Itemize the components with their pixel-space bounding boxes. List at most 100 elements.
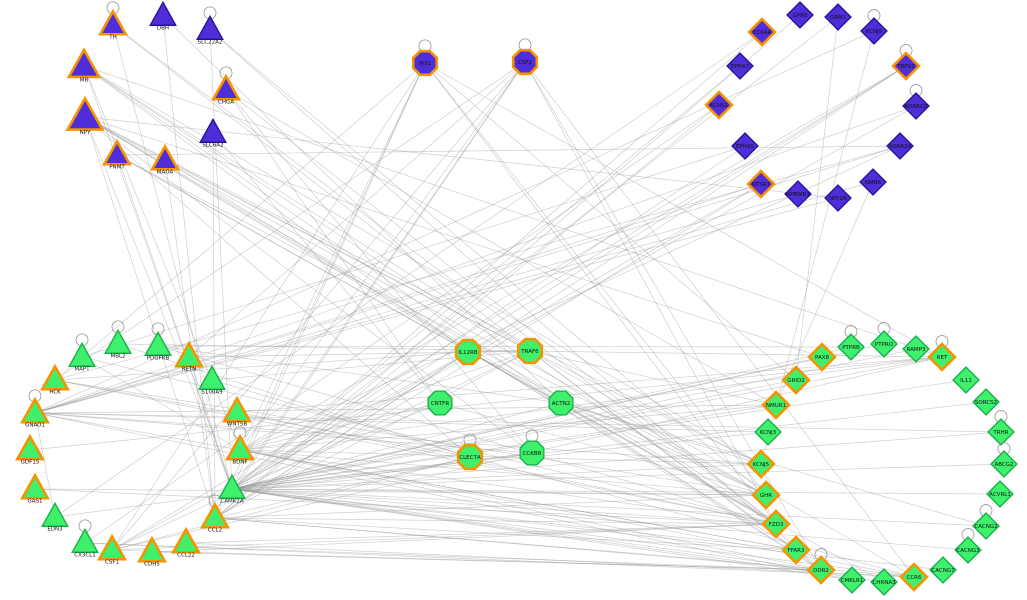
node-mapt[interactable]: MAPT (68, 333, 96, 373)
node-ddr2[interactable]: DDR2 (806, 548, 836, 585)
node-label: EDN3 (47, 527, 63, 533)
node-kcns1[interactable]: KCNS1 (704, 90, 734, 120)
node-csf1[interactable]: CSF1 (97, 533, 127, 566)
node-mbl2[interactable]: MBL2 (104, 320, 132, 360)
node-pdgfrb[interactable]: PDGFRB (144, 322, 172, 362)
node-adra2a[interactable]: ADRA2A (886, 132, 914, 160)
node-chga[interactable]: CHGA (211, 66, 241, 106)
edge-actn2-kcnj5 (560, 402, 762, 465)
node-il12rb[interactable]: IL12RB (454, 338, 482, 366)
node-chrna3[interactable]: CHRNA3 (870, 568, 898, 596)
node-kcnj9[interactable]: KCNJ9 (860, 9, 888, 45)
node-nmur1[interactable]: NMUR1 (761, 390, 791, 420)
node-trpv1[interactable]: TRPV1 (891, 44, 921, 81)
node-ptpro[interactable]: PTPRO (870, 322, 898, 358)
node-npy2r[interactable]: NPY2R (824, 184, 852, 212)
triangle-node-shape (68, 341, 96, 367)
edge-slc22a2-ghr (209, 29, 767, 496)
node-ptprb[interactable]: PTPRB (837, 325, 865, 361)
node-npy[interactable]: NPY (65, 95, 105, 136)
node-gdf15[interactable]: GDF15 (15, 433, 45, 466)
node-label: ABCG2 (994, 462, 1013, 468)
node-ntsr1[interactable]: NTSR1 (746, 169, 776, 199)
edge-cntfr-ghr (439, 402, 767, 496)
node-gnao1[interactable]: GNAO1 (20, 389, 50, 429)
node-ghr[interactable]: GHR (751, 480, 781, 510)
triangle-node-shape (211, 73, 241, 101)
octagon-node-shape (511, 48, 539, 76)
triangle-node-shape (66, 47, 102, 79)
node-wnt5b[interactable]: WNT5B (222, 395, 252, 428)
node-slc22a2[interactable]: SLC22A2 (196, 6, 224, 46)
edge-pnmt-camk2a (116, 154, 233, 490)
node-traf6[interactable]: TRAF6 (516, 337, 544, 365)
edge-th-traf6 (112, 24, 531, 352)
node-hck[interactable]: HCK (40, 363, 70, 396)
node-kcnj3[interactable]: KCNJ3 (754, 418, 782, 446)
node-th[interactable]: TH (98, 1, 128, 41)
node-maoa[interactable]: MAOA (150, 143, 180, 176)
node-actn2[interactable]: ACTN2 (548, 390, 574, 416)
edge-camk2a-fzd3 (231, 488, 777, 525)
node-slc6a2[interactable]: SLC6A2 (199, 117, 227, 149)
node-abcg2[interactable]: ABCG2 (990, 442, 1018, 478)
node-grid2[interactable]: GRID2 (781, 365, 811, 395)
node-fzd3[interactable]: FZD3 (761, 509, 791, 539)
edge-grm1-camk2a (231, 16, 839, 490)
diamond-node-shape (886, 132, 914, 160)
node-sorcs2[interactable]: SORCS2 (972, 388, 1000, 416)
node-label: PNMT (109, 165, 125, 171)
node-cntfr[interactable]: CNTFR (427, 390, 453, 416)
node-ccl2[interactable]: CCL2 (200, 494, 230, 534)
node-ccr6[interactable]: CCR6 (899, 562, 929, 592)
node-dbh[interactable]: DBH (149, 0, 177, 32)
edge-traf6-kcnj5 (529, 350, 762, 465)
node-cckbr[interactable]: CCKBR (519, 429, 545, 466)
node-irs1[interactable]: IRS1 (411, 39, 439, 77)
node-retn[interactable]: RETN (174, 340, 204, 373)
node-nmbr[interactable]: NMBR (859, 168, 887, 196)
node-pax8[interactable]: PAX8 (807, 342, 837, 372)
node-mb[interactable]: MB (66, 47, 102, 84)
node-ccl22[interactable]: CCL22 (171, 526, 201, 559)
node-kcnj5[interactable]: KCNJ5 (746, 449, 776, 479)
node-bdnf[interactable]: BDNF (225, 426, 255, 466)
node-ffar3[interactable]: FFAR3 (781, 535, 811, 565)
node-ret[interactable]: RET (927, 335, 957, 372)
node-label: KCNS1 (710, 103, 728, 109)
node-il11[interactable]: IL11 (952, 366, 980, 394)
node-label: MAOA (157, 170, 174, 176)
node-gas1[interactable]: GAS1 (20, 472, 50, 505)
node-grm1[interactable]: GRM1 (824, 3, 852, 31)
node-cdh5[interactable]: CDH5 (137, 535, 167, 568)
node-cacng3[interactable]: CACNG3 (954, 528, 982, 564)
diamond-node-shape (837, 333, 865, 361)
node-cmklr1[interactable]: CMKLR1 (838, 566, 866, 594)
edge-th-fzd3 (112, 24, 777, 525)
node-cckar[interactable]: CCKAR (747, 17, 777, 47)
node-s100a9[interactable]: S100A9 (198, 364, 226, 396)
node-acvrl1[interactable]: ACVRL1 (986, 480, 1014, 508)
node-epha7[interactable]: EPHA7 (726, 52, 754, 80)
node-csf2[interactable]: CSF2 (511, 38, 539, 76)
node-cacng7[interactable]: CACNG7 (929, 556, 957, 584)
node-epha5[interactable]: EPHA5 (731, 132, 759, 160)
node-npbwr1[interactable]: NPBWR1 (784, 180, 812, 208)
node-trhr[interactable]: TRHR (987, 410, 1015, 446)
node-clec7a[interactable]: CLEC7A (456, 433, 484, 471)
node-pnmt[interactable]: PNMT (102, 138, 132, 171)
edge-gas1-ghr (34, 488, 767, 496)
node-label: DBH (157, 26, 169, 32)
node-ramp3[interactable]: RAMP3 (902, 335, 930, 363)
triangle-node-shape (174, 340, 204, 368)
node-cx3cl1[interactable]: CX3CL1 (71, 519, 99, 559)
node-camk2a[interactable]: CAMK2A (218, 473, 246, 505)
node-cacng2[interactable]: CACNG2 (972, 504, 1000, 540)
node-edn3[interactable]: EDN3 (41, 501, 69, 533)
node-label: CACNG2 (974, 524, 997, 530)
node-adra1d[interactable]: ADRA1D (902, 84, 930, 120)
edge-irs1-hck (54, 62, 426, 381)
node-gpr6[interactable]: GPR6 (786, 1, 814, 29)
